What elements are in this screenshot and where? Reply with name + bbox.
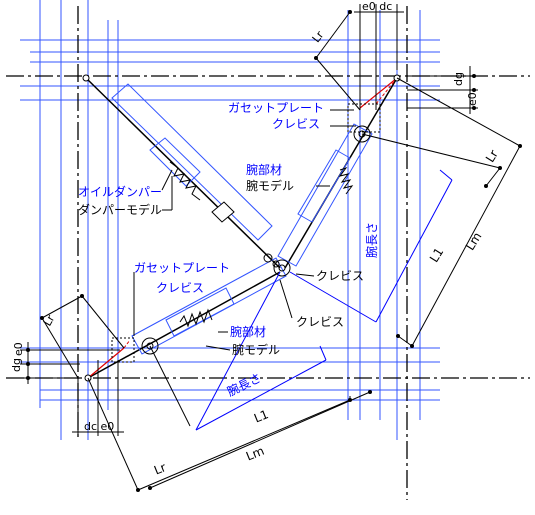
- label-arm-member-1: 腕部材: [246, 162, 282, 177]
- label-lm-bottom: Lm: [244, 444, 266, 464]
- arm-length-leaders: [195, 169, 453, 431]
- dimension-points: [26, 10, 522, 492]
- damper-end-pin: [82, 74, 90, 82]
- label-clevis-center-right: クレビス: [316, 269, 364, 283]
- label-oil-damper: オイルダンパー: [78, 184, 162, 199]
- oil-damper: [82, 74, 281, 269]
- label-e0-left: e0: [12, 342, 25, 356]
- label-lr-left: Lr: [41, 312, 58, 328]
- dimensions: [20, 4, 521, 491]
- label-clevis-2: クレビス: [156, 281, 204, 295]
- label-damper-model: ダンパーモデル: [78, 202, 162, 217]
- label-clevis-center-lower: クレビス: [296, 315, 344, 329]
- frame-grid: [20, 0, 440, 440]
- label-gusset-plate-1: ガセットプレート: [228, 101, 324, 115]
- label-arm-length-right: 腕長さ: [364, 222, 379, 258]
- label-dc-e0-bottom: dc e0: [84, 420, 114, 433]
- label-dg-right: dg: [452, 72, 465, 86]
- label-leaders: [133, 109, 356, 351]
- label-arm-model-1: 腕モデル: [246, 178, 294, 193]
- lower-left-arm: [84, 257, 287, 382]
- label-arm-length-bottom: 腕長さ: [225, 370, 264, 399]
- clevis-lower: [141, 337, 159, 355]
- label-lr-top: Lr: [310, 28, 327, 45]
- labels: e0 dc Lr dg e0 ガセットプレート クレビス 腕部材 腕モデル オイ…: [10, 0, 501, 477]
- label-gusset-plate-2: ガセットプレート: [134, 261, 230, 275]
- label-clevis-1: クレビス: [272, 117, 320, 131]
- clevis-upper: [353, 125, 371, 143]
- label-arm-model-2: 腕モデル: [232, 342, 280, 357]
- label-lr-bottom: Lr: [152, 460, 168, 477]
- label-e0-dc-top: e0 dc: [362, 0, 392, 13]
- label-lr-right: Lr: [483, 147, 501, 164]
- label-lm-right: Lm: [463, 230, 485, 253]
- center-joint: [263, 253, 291, 277]
- label-l1-bottom: L1: [252, 407, 271, 425]
- label-arm-member-2: 腕部材: [230, 324, 266, 339]
- label-e0-right: e0: [466, 92, 479, 106]
- label-dg-left: dg: [10, 358, 23, 372]
- label-l1-right: L1: [427, 245, 446, 265]
